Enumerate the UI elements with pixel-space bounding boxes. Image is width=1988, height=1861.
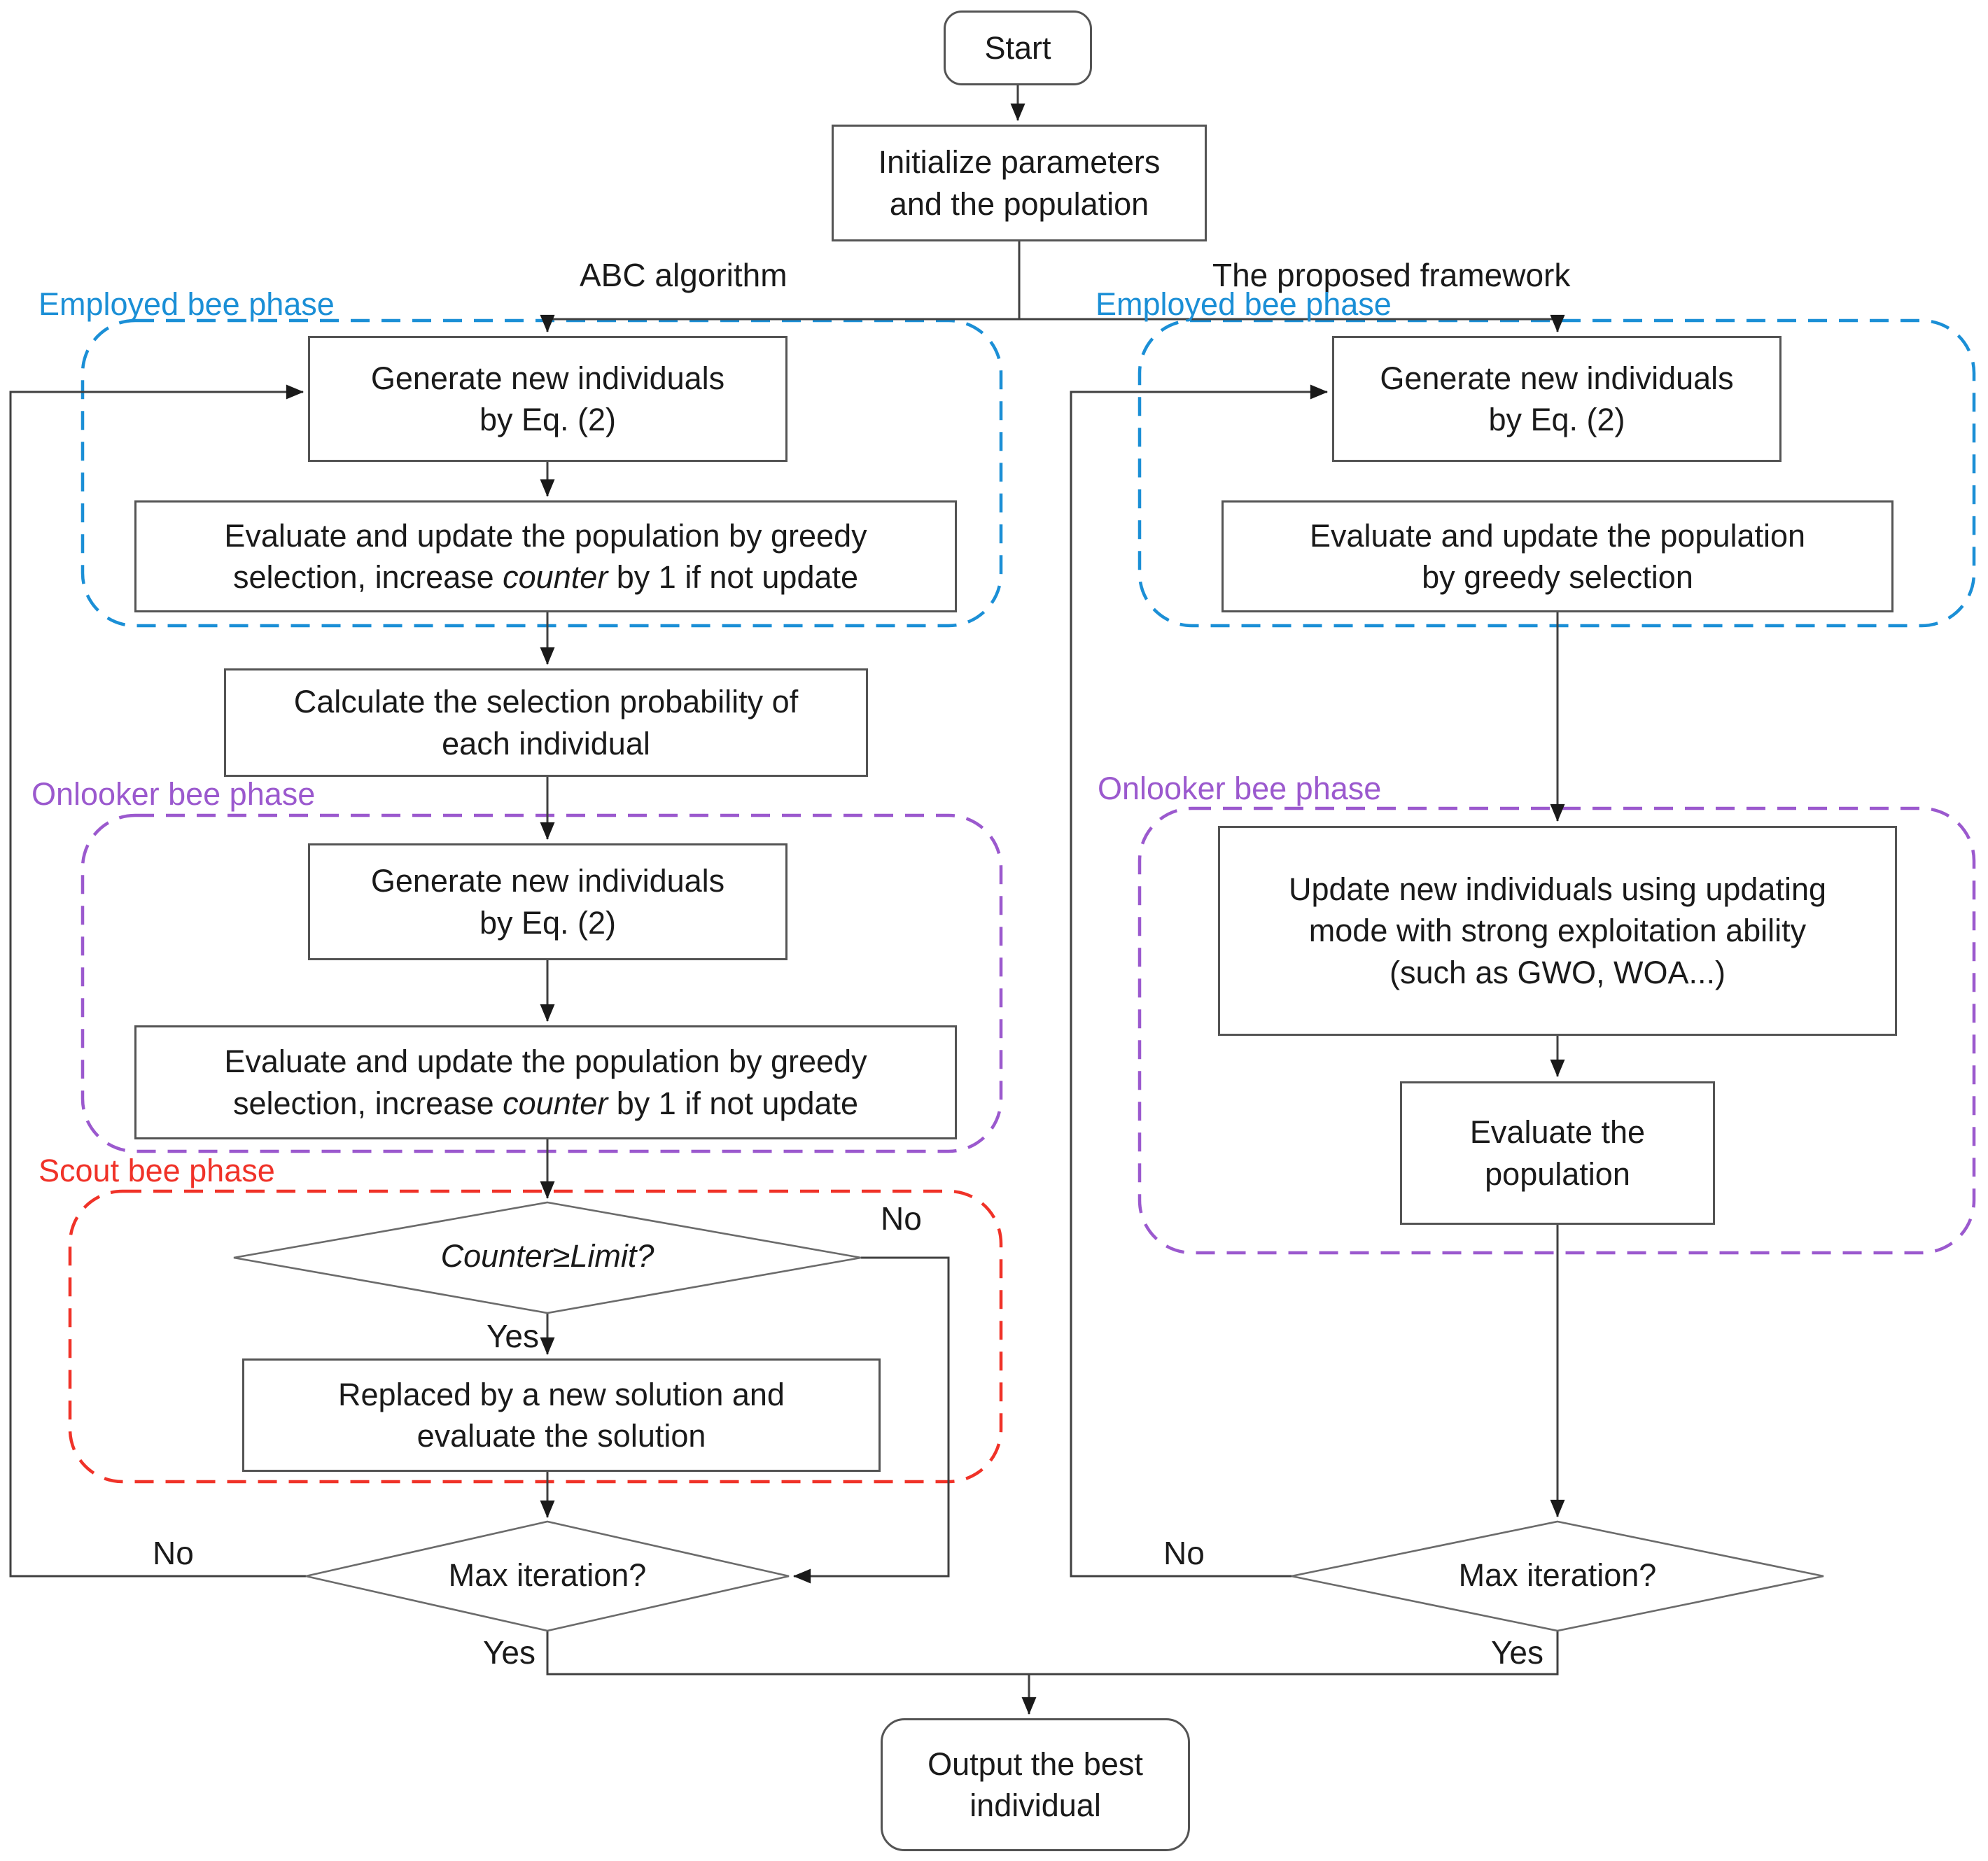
diamond-max-iteration-left [305, 1520, 790, 1632]
node-start: Start [944, 10, 1092, 85]
node-generate-employed-left: Generate new individuals by Eq. (2) [308, 336, 788, 462]
max-iteration-left-label: Max iteration? [448, 1557, 647, 1593]
node-evaluate-population-right: Evaluate the population [1400, 1081, 1715, 1225]
edge-maxiterright-no-feedback [1070, 384, 1329, 1578]
phase-label-scout: Scout bee phase [38, 1153, 275, 1188]
counter-limit-no-label: No [881, 1200, 922, 1237]
max-iteration-left-no-label: No [153, 1535, 194, 1571]
edge-counterlimit-no-maxiterleft [792, 1256, 950, 1584]
node-generate-employed-right: Generate new individuals by Eq. (2) [1332, 336, 1782, 462]
node-update-onlooker-right: Update new individuals using updating mo… [1218, 826, 1897, 1036]
node-replace-scout: Replaced by a new solution and evaluate … [242, 1358, 881, 1472]
phase-label-employed-right: Employed bee phase [1096, 286, 1392, 322]
phase-label-onlooker-left: Onlooker bee phase [31, 776, 316, 812]
edge-yes-merge [546, 1631, 1559, 1676]
edge-maxiterleft-no-feedback [9, 384, 306, 1578]
node-initialize: Initialize parameters and the population [832, 125, 1207, 241]
branch-label-framework: The proposed framework [1212, 257, 1571, 293]
counter-limit-label: Counter≥Limit? [440, 1238, 654, 1274]
start-label: Start [984, 29, 1051, 66]
node-evaluate-employed-left: Evaluate and update the population by gr… [134, 500, 957, 612]
phase-label-onlooker-right: Onlooker bee phase [1098, 771, 1382, 806]
phase-label-employed-left: Employed bee phase [38, 286, 335, 322]
diamond-counter-limit [233, 1201, 862, 1314]
node-evaluate-onlooker-left: Evaluate and update the population by gr… [134, 1025, 957, 1139]
phase-box-onlooker-left [80, 813, 1003, 1153]
max-iteration-right-no-label: No [1163, 1535, 1205, 1571]
node-output: Output the best individual [881, 1718, 1190, 1851]
node-generate-onlooker-left: Generate new individuals by Eq. (2) [308, 843, 788, 960]
branch-label-abc: ABC algorithm [580, 257, 788, 293]
node-calc-selection-probability: Calculate the selection probability of e… [224, 668, 868, 777]
max-iteration-left-yes-label: Yes [482, 1634, 536, 1671]
node-evaluate-employed-right: Evaluate and update the population by gr… [1222, 500, 1893, 612]
max-iteration-right-label: Max iteration? [1458, 1557, 1657, 1593]
max-iteration-right-yes-label: Yes [1490, 1634, 1544, 1671]
counter-limit-yes-label: Yes [486, 1318, 539, 1354]
phase-box-scout [68, 1189, 1003, 1484]
diamond-max-iteration-right [1291, 1520, 1824, 1632]
